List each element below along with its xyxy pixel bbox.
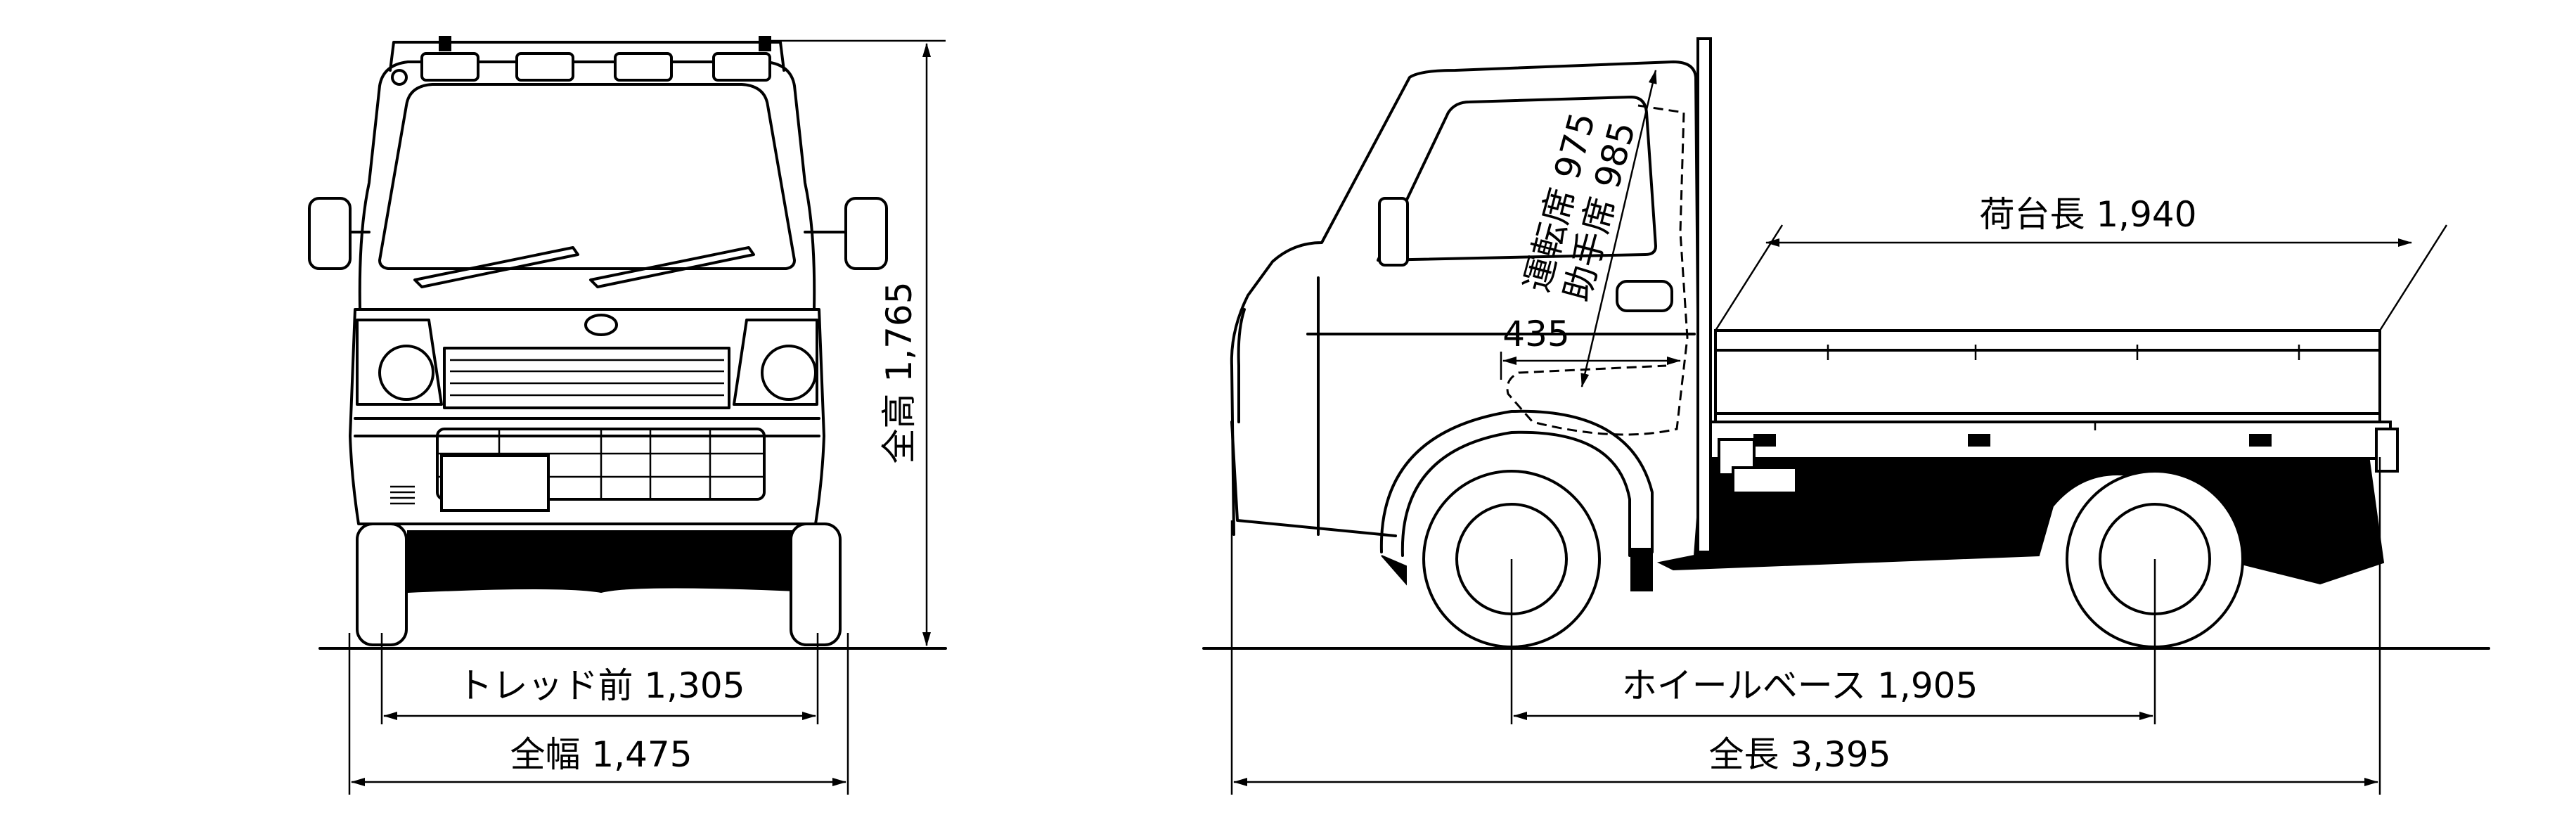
mazda-emblem bbox=[584, 314, 618, 336]
wipers bbox=[413, 246, 755, 288]
front-view: 全高 1,765 トレッド前 1,305 全幅 1,475 bbox=[308, 36, 947, 795]
side-mirrors bbox=[308, 197, 888, 270]
front-bumper bbox=[1230, 421, 1397, 537]
side-cab-outline bbox=[1230, 60, 1701, 550]
cargo-bed bbox=[1700, 329, 2399, 494]
door-handle bbox=[1616, 280, 1673, 312]
front-bumper-vents bbox=[390, 428, 766, 512]
front-grille bbox=[443, 347, 730, 409]
side-mirror bbox=[1378, 197, 1409, 267]
total-width-label: 全幅 1,475 bbox=[510, 734, 692, 775]
headlights bbox=[356, 319, 818, 406]
front-body-panel bbox=[349, 308, 825, 525]
total-length-label: 全長 3,395 bbox=[1708, 734, 1891, 775]
total-height-label: 全高 1,765 bbox=[879, 281, 920, 463]
bed-length-label: 荷台長 1,940 bbox=[1979, 194, 2196, 235]
headboard-post bbox=[1696, 37, 1712, 553]
front-cab-outline bbox=[358, 60, 816, 311]
seat-outline-dashed bbox=[1506, 104, 1689, 436]
front-tires bbox=[356, 523, 842, 646]
front-windshield bbox=[378, 83, 796, 270]
roof-rack bbox=[389, 36, 785, 86]
wheelbase-label: ホイールベース 1,905 bbox=[1622, 665, 1978, 706]
seat-offset-label: 435 bbox=[1502, 314, 1569, 354]
side-view: 荷台長 1,940 運転席 975 助手席 985 435 ホイールベース 1,… bbox=[1202, 37, 2490, 795]
front-tread-label: トレッド前 1,305 bbox=[457, 665, 745, 706]
seat-dimension bbox=[1580, 70, 1657, 387]
front-wheel-arch bbox=[1379, 409, 1654, 553]
front-underbody[interactable] bbox=[407, 530, 799, 594]
